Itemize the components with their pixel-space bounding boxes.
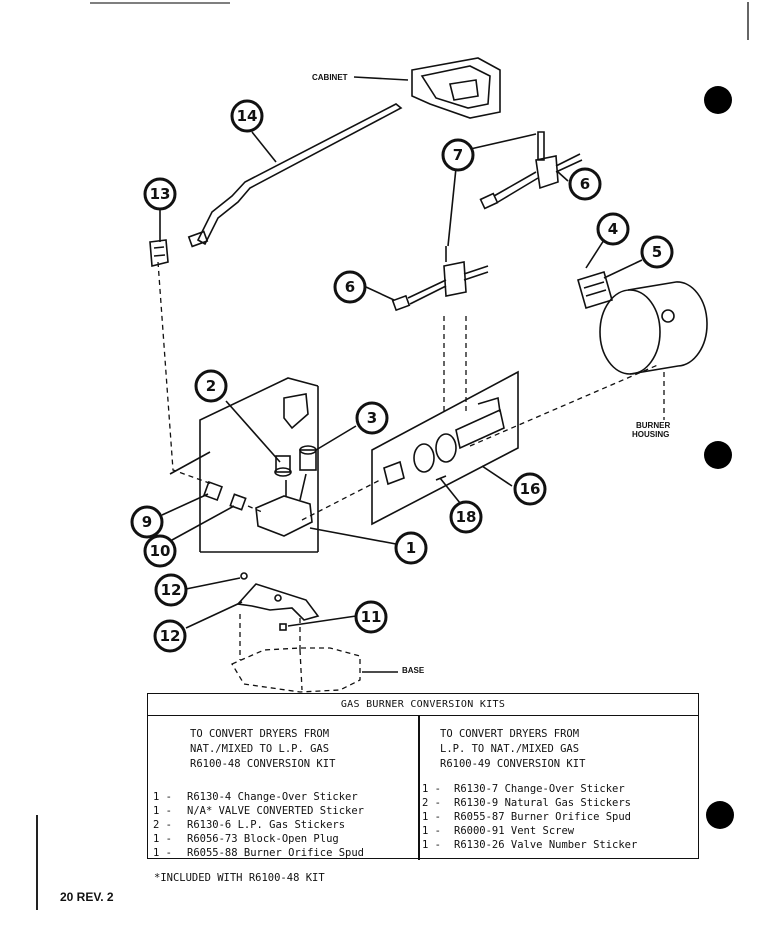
punch-hole [704, 86, 732, 114]
kit-heading-line: L.P. TO NAT./MIXED GAS [440, 743, 580, 755]
svg-text:3: 3 [367, 409, 377, 427]
cabinet-label: CABINET [312, 73, 348, 82]
svg-text:11: 11 [361, 608, 382, 626]
callout-7: 7 [441, 138, 475, 172]
kit-item: 1 -R6056-73 Block-Open Plug [153, 833, 339, 845]
svg-text:12: 12 [161, 581, 182, 599]
callout-13: 12 [154, 573, 188, 607]
cabinet-bracket: CABINET [312, 57, 501, 119]
burner-panel [371, 370, 519, 526]
kit-item: 1 -R6000-91 Vent Screw [422, 825, 575, 837]
kit-item: 2 -R6130-6 L.P. Gas Stickers [153, 819, 346, 831]
svg-text:16: 16 [520, 480, 541, 498]
kit-item: 1 -R6130-7 Change-Over Sticker [422, 783, 625, 795]
burner-housing: BURNER HOUSING [469, 270, 708, 447]
table-title: GAS BURNER CONVERSION KITS [148, 694, 698, 716]
svg-text:6: 6 [580, 175, 590, 193]
kit-heading-line: TO CONVERT DRYERS FROM [440, 728, 580, 740]
svg-text:14: 14 [237, 107, 258, 125]
svg-text:1: 1 [406, 539, 416, 557]
svg-text:6: 6 [345, 278, 355, 296]
svg-text:18: 18 [456, 508, 477, 526]
igniter [391, 246, 489, 312]
kit-heading-line: R6100-48 CONVERSION KIT [190, 758, 336, 770]
margin-rule [36, 815, 38, 910]
callout-11: 11 [354, 600, 388, 634]
kit-item: 1 -R6055-87 Burner Orifice Spud [422, 811, 632, 823]
callout-6-igniter: 6 [333, 270, 367, 304]
callout-9: 9 [130, 505, 164, 539]
flame-sensor [479, 131, 583, 210]
callout-14: 13 [143, 177, 177, 211]
burner-housing-label-2: HOUSING [632, 430, 669, 439]
kit-item: 1 -R6055-88 Burner Orifice Spud [153, 847, 365, 859]
callout-4: 4 [596, 212, 630, 246]
kit-item: 1 -R6130-26 Valve Number Sticker [422, 839, 638, 851]
base: BASE [231, 647, 425, 693]
page-number: 20 REV. 2 [60, 890, 114, 904]
kit-heading-line: NAT./MIXED TO L.P. GAS [190, 743, 330, 755]
callout-2: 2 [194, 369, 228, 403]
conversion-kits-table: GAS BURNER CONVERSION KITS TO CONVERT DR… [147, 693, 699, 860]
punch-hole [704, 441, 732, 469]
gas-tube [157, 103, 403, 485]
valve-bracket [236, 572, 320, 631]
punch-hole [706, 801, 734, 829]
kit-heading-line: TO CONVERT DRYERS FROM [190, 728, 330, 740]
callout-5: 5 [640, 235, 674, 269]
gas-valve [203, 445, 381, 537]
column-divider [418, 716, 420, 860]
svg-text:13: 13 [150, 185, 171, 203]
svg-text:4: 4 [608, 220, 618, 238]
tube-fitting [149, 239, 169, 268]
kit-heading-line: R6100-49 CONVERSION KIT [440, 758, 586, 770]
base-label: BASE [402, 666, 425, 675]
callout-10: 10 [143, 534, 177, 568]
kit-item: 1 -N/A* VALVE CONVERTED Sticker [153, 805, 365, 817]
callout-12: 12 [153, 619, 187, 653]
svg-text:2: 2 [206, 377, 216, 395]
svg-text:12: 12 [160, 627, 181, 645]
svg-text:9: 9 [142, 513, 152, 531]
svg-text:5: 5 [652, 243, 662, 261]
callout-18: 18 [449, 500, 483, 534]
valve-plate [199, 377, 319, 553]
svg-text:7: 7 [453, 146, 463, 164]
callout-1: 1 [394, 531, 428, 565]
callout-3: 3 [355, 401, 389, 435]
callout-16: 16 [513, 472, 547, 506]
callout-15: 14 [230, 99, 264, 133]
svg-text:10: 10 [150, 542, 171, 560]
callout-6-flame-sensor: 6 [568, 167, 602, 201]
kit-item: 2 -R6130-9 Natural Gas Stickers [422, 797, 632, 809]
kit-item: 1 -R6130-4 Change-Over Sticker [153, 791, 358, 803]
footnote: *INCLUDED WITH R6100-48 KIT [154, 872, 325, 884]
burner-housing-label-1: BURNER [636, 421, 670, 430]
